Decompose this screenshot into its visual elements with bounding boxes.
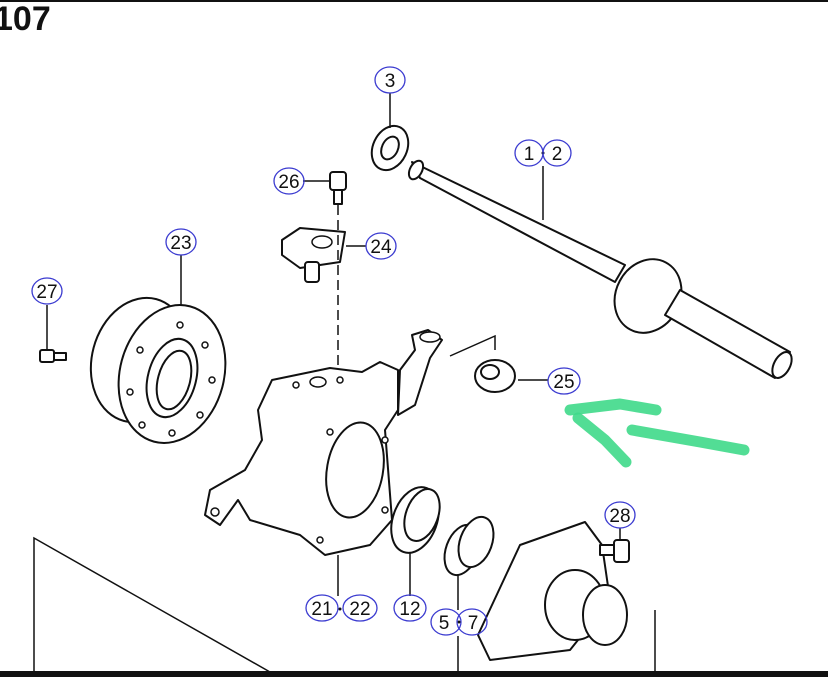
callout-12[interactable]: 12 — [393, 594, 427, 622]
green-arrow-annotation — [564, 398, 750, 468]
part-27-bolt[interactable] — [39, 305, 67, 363]
svg-text:5: 5 — [439, 613, 450, 634]
part-23-hub[interactable] — [77, 287, 240, 455]
svg-text:26: 26 — [278, 172, 299, 193]
svg-text:3: 3 — [385, 71, 396, 92]
callout-separator — [338, 607, 342, 611]
callout-7[interactable]: 7 — [456, 608, 488, 636]
svg-text:24: 24 — [370, 237, 392, 258]
callout-24[interactable]: 24 — [365, 232, 397, 260]
svg-text:22: 22 — [349, 599, 370, 620]
svg-text:2: 2 — [552, 144, 563, 165]
svg-text:12: 12 — [399, 599, 420, 620]
callout-28[interactable]: 28 — [604, 501, 636, 529]
spindle[interactable] — [477, 521, 628, 661]
part-5-7-bushing[interactable] — [438, 512, 500, 580]
sub-frame-line — [33, 536, 271, 673]
part-3-oil-seal[interactable] — [365, 120, 415, 176]
svg-text:21: 21 — [311, 599, 332, 620]
callout-5[interactable]: 5 — [430, 608, 462, 636]
callout-separator — [457, 620, 461, 624]
callout-27[interactable]: 27 — [31, 277, 63, 305]
svg-text:23: 23 — [170, 233, 191, 254]
svg-text:25: 25 — [553, 372, 574, 393]
callout-23[interactable]: 23 — [165, 228, 197, 256]
part-21-22-steering-knuckle[interactable] — [204, 329, 443, 556]
svg-text:28: 28 — [609, 506, 630, 527]
callout-25[interactable]: 25 — [547, 367, 581, 395]
callout-3[interactable]: 3 — [374, 66, 406, 94]
top-border — [0, 0, 828, 2]
page-title: 107 — [0, 0, 51, 38]
callout-22[interactable]: 22 — [342, 594, 378, 622]
callout-2[interactable]: 2 — [542, 139, 572, 167]
leader-line — [449, 334, 496, 357]
leader-lines — [180, 93, 621, 672]
part-25-bearing[interactable] — [474, 359, 516, 393]
callout-21[interactable]: 21 — [305, 594, 339, 622]
callout-1[interactable]: 1 — [514, 139, 544, 167]
svg-text:27: 27 — [36, 282, 57, 303]
part-1-2-axle-shaft[interactable] — [406, 158, 796, 381]
svg-text:7: 7 — [468, 613, 479, 634]
part-24-kingpin-cap[interactable] — [281, 227, 346, 283]
bottom-border — [0, 671, 828, 677]
callout-26[interactable]: 26 — [273, 167, 305, 195]
part-26-bolt[interactable] — [329, 171, 347, 205]
part-28-bolt[interactable] — [599, 539, 630, 563]
svg-text:1: 1 — [524, 144, 535, 165]
part-12-seal-ring[interactable] — [383, 481, 448, 560]
